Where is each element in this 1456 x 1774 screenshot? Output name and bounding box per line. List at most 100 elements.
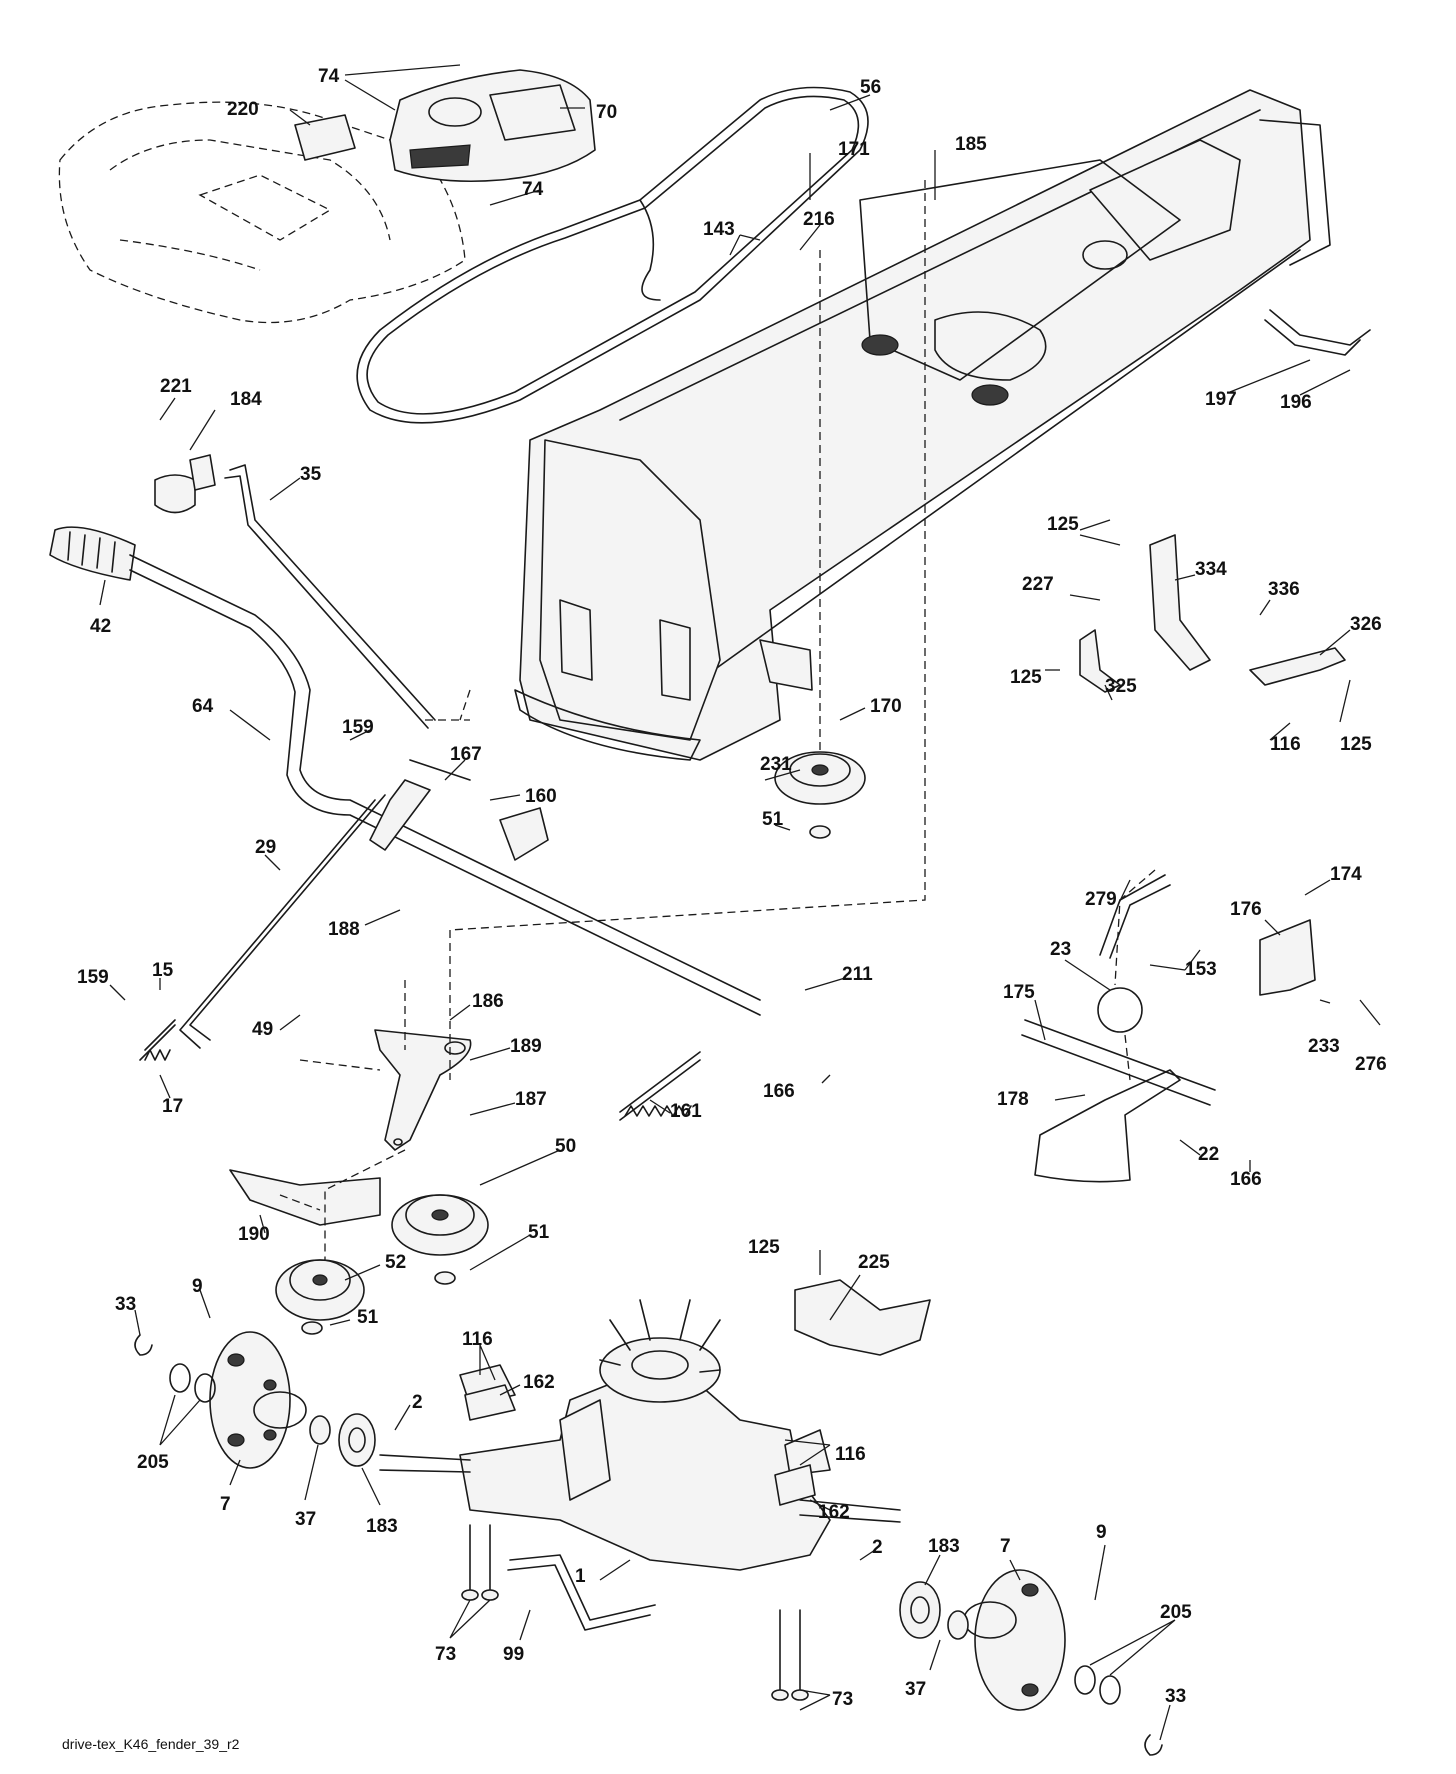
spring-17	[139, 1019, 176, 1061]
drive-belt	[356, 86, 869, 424]
bracket-184	[154, 454, 216, 514]
callout-labels: 74 70 220 74 56 171 185 143 216 197 196 …	[77, 66, 1387, 1710]
callout: 64	[192, 696, 214, 717]
callout: 50	[555, 1136, 576, 1157]
callout: 231	[760, 754, 792, 775]
pulley-50	[391, 1194, 489, 1285]
callout: 29	[255, 837, 276, 858]
bearing-left	[309, 1413, 376, 1467]
callout: 167	[450, 744, 482, 765]
callout: 220	[227, 99, 259, 120]
shaft-175	[1021, 1019, 1216, 1106]
callout: 22	[1198, 1144, 1219, 1165]
fuel-tank-cover	[389, 69, 596, 183]
callout: 33	[1165, 1686, 1186, 1707]
callout: 159	[77, 967, 109, 988]
brackets-162	[464, 1384, 816, 1506]
callout: 37	[905, 1679, 926, 1700]
bracket-326	[1249, 647, 1346, 686]
callout: 7	[220, 1494, 231, 1515]
callout: 51	[528, 1222, 550, 1243]
callout: 37	[295, 1509, 316, 1530]
callout: 227	[1022, 574, 1054, 595]
callout: 125	[1340, 734, 1372, 755]
callout: 185	[955, 134, 987, 155]
callout: 2	[412, 1392, 423, 1413]
bracket-176	[1259, 919, 1316, 996]
callout: 196	[1280, 392, 1312, 413]
callout: 52	[385, 1252, 406, 1273]
brake-arm-22	[1034, 1069, 1181, 1183]
hub-left	[209, 1331, 307, 1469]
bracket-225	[794, 1279, 931, 1356]
bracket-325	[1079, 629, 1121, 693]
callout: 125	[748, 1237, 780, 1258]
callout: 125	[1047, 514, 1079, 535]
callout: 183	[366, 1516, 398, 1537]
callout: 190	[238, 1224, 270, 1245]
hub-right	[963, 1569, 1066, 1711]
callout: 160	[525, 786, 557, 807]
callout: 116	[835, 1444, 866, 1465]
callout: 73	[832, 1689, 853, 1710]
callout: 33	[115, 1294, 136, 1315]
callout: 56	[860, 77, 881, 98]
callout: 225	[858, 1252, 890, 1273]
callout: 70	[596, 102, 617, 123]
callout: 35	[300, 464, 322, 485]
lift-rod	[129, 554, 761, 1016]
callout: 334	[1195, 559, 1227, 580]
callout: 9	[192, 1276, 203, 1297]
callout: 186	[472, 991, 504, 1012]
callout: 176	[1230, 899, 1262, 920]
callout: 74	[318, 66, 340, 87]
callout: 17	[162, 1096, 183, 1117]
o-ring-23	[1097, 987, 1143, 1033]
callout: 336	[1268, 579, 1300, 600]
callout: 279	[1085, 889, 1117, 910]
callout: 221	[160, 376, 192, 397]
leader-lines	[99, 64, 1381, 1741]
callout: 171	[838, 139, 870, 160]
callout: 187	[515, 1089, 547, 1110]
callout: 325	[1105, 676, 1137, 697]
callout: 125	[1010, 667, 1042, 688]
callout: 233	[1308, 1036, 1340, 1057]
drawing-id-caption: drive-tex_K46_fender_39_r2	[62, 1736, 240, 1752]
bearing-right	[899, 1581, 969, 1640]
washers-right	[1074, 1665, 1163, 1756]
callout: 205	[1160, 1602, 1192, 1623]
linkage-bracket	[369, 759, 549, 861]
callout: 189	[510, 1036, 542, 1057]
callout: 51	[762, 809, 784, 830]
rod-197	[1264, 309, 1371, 356]
callout: 183	[928, 1536, 960, 1557]
callout: 276	[1355, 1054, 1387, 1075]
callout: 153	[1185, 959, 1217, 980]
assembly-lines	[279, 180, 1156, 1260]
callout: 23	[1050, 939, 1071, 960]
rod-99	[507, 1554, 656, 1631]
callout: 178	[997, 1089, 1029, 1110]
callout: 73	[435, 1644, 456, 1665]
callout: 161	[670, 1101, 702, 1122]
callout: 7	[1000, 1536, 1011, 1557]
main-frame	[514, 89, 1331, 761]
callout: 159	[342, 717, 374, 738]
callout: 2	[872, 1537, 883, 1558]
callout: 170	[870, 696, 902, 717]
callout: 15	[152, 960, 174, 981]
callout: 143	[703, 219, 735, 240]
plate-189	[374, 1029, 472, 1151]
callout: 166	[763, 1081, 795, 1102]
callout: 162	[818, 1502, 850, 1523]
callout: 188	[328, 919, 360, 940]
callout: 116	[462, 1329, 493, 1350]
callout: 116	[1270, 734, 1301, 755]
callout: 49	[252, 1019, 273, 1040]
callout: 184	[230, 389, 262, 410]
callout: 216	[803, 209, 835, 230]
fender-panel	[294, 114, 356, 161]
callout: 166	[1230, 1169, 1262, 1190]
